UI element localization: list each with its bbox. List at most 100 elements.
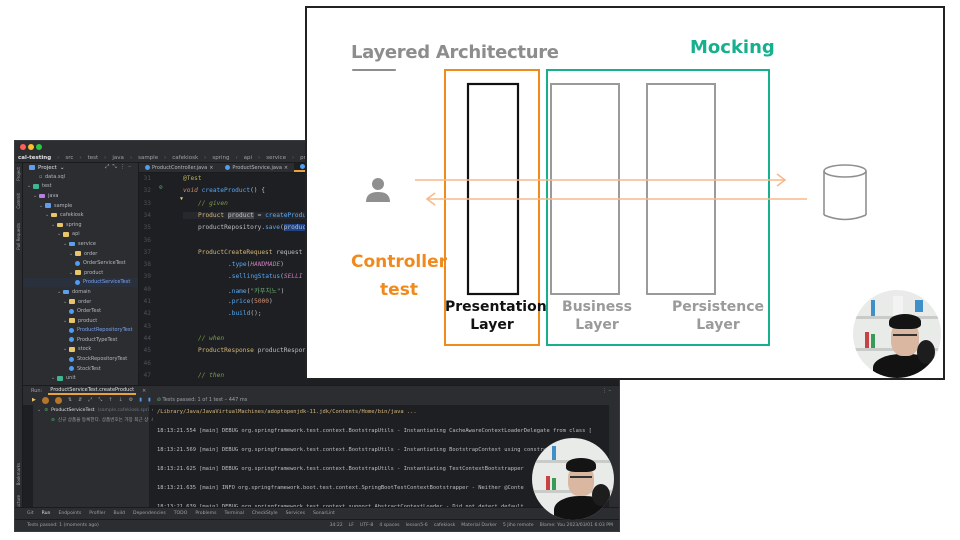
tree-item[interactable]: ⌄java xyxy=(23,191,138,201)
tree-item[interactable]: ⌄sample xyxy=(23,201,138,211)
test-passed-run-icon[interactable]: ⊘ xyxy=(159,184,163,191)
breadcrumb-item[interactable]: sample xyxy=(138,154,159,161)
status-widget[interactable]: Blame: You 2023/03/01 6:03 PM xyxy=(539,523,613,528)
code-line[interactable]: ProductResponse productRespon xyxy=(198,347,307,355)
tool-window-sonarlint[interactable]: SonarLint xyxy=(312,511,335,516)
chevron-down-icon[interactable]: ⌄ xyxy=(63,240,68,247)
breadcrumb-item[interactable]: service xyxy=(266,154,286,161)
tree-item[interactable]: ⌄cafekiosk xyxy=(23,210,138,220)
close-window-button[interactable] xyxy=(20,144,26,150)
chevron-down-icon[interactable]: ⌄ xyxy=(63,346,68,353)
breadcrumb-item[interactable]: test xyxy=(87,154,99,161)
code-line[interactable]: .price(5000) xyxy=(228,298,273,305)
expand-all-icon[interactable]: ⤢ xyxy=(88,397,93,403)
code-line[interactable]: @Test xyxy=(183,175,202,182)
next-icon[interactable]: ↓ xyxy=(118,397,123,403)
tree-item[interactable]: ⌄service xyxy=(23,239,138,249)
pull-requests-tool-tab[interactable]: Pull Requests xyxy=(16,223,21,250)
tool-window-dependencies[interactable]: Dependencies xyxy=(133,511,166,516)
project-tool-tab[interactable]: Project xyxy=(16,167,21,181)
tool-window-git[interactable]: Git xyxy=(27,511,34,516)
close-icon[interactable]: × xyxy=(142,387,147,394)
tree-item[interactable]: OrderServiceTest xyxy=(23,258,138,268)
tool-window-checkstyle[interactable]: CheckStyle xyxy=(251,511,278,516)
code-line[interactable]: .type(HANDMADE) xyxy=(228,261,284,269)
chevron-down-icon[interactable]: ⌄ xyxy=(39,202,44,209)
settings-icon[interactable]: ⚙ xyxy=(128,397,134,403)
collapse-all-icon[interactable]: ⤡ xyxy=(98,397,103,403)
breadcrumb-item[interactable]: api xyxy=(243,154,253,161)
tree-item[interactable]: ProductTypeTest xyxy=(23,335,138,345)
tree-item[interactable]: ⌄test xyxy=(23,182,138,192)
tool-window-problems[interactable]: Problems xyxy=(195,511,217,516)
breadcrumb-item[interactable]: src xyxy=(65,154,74,161)
chevron-down-icon[interactable]: ⌄ xyxy=(63,298,68,305)
chevron-down-icon[interactable]: ⌄ xyxy=(57,288,62,295)
tool-window-services[interactable]: Services xyxy=(285,511,305,516)
status-widget[interactable]: cafekiosk xyxy=(433,523,456,528)
code-line[interactable]: .sellingStatus(SELLI xyxy=(228,273,303,281)
project-view-selector[interactable]: Project xyxy=(38,164,57,171)
tool-window-build[interactable]: Build xyxy=(113,511,126,516)
code-line[interactable]: void createProduct() { xyxy=(183,187,265,195)
close-icon[interactable]: × xyxy=(209,164,214,171)
chevron-down-icon[interactable]: ⌄ xyxy=(57,231,62,238)
close-icon[interactable]: × xyxy=(283,164,289,171)
tree-item[interactable]: ProductServiceTest xyxy=(23,277,138,288)
code-line[interactable]: ProductCreateRequest request xyxy=(198,248,303,256)
tree-item[interactable]: ⌄domain xyxy=(23,287,138,297)
tree-item[interactable]: ⌄product xyxy=(23,316,138,326)
tree-item[interactable]: ⌄api xyxy=(23,230,138,240)
tree-item[interactable]: StockRepositoryTest xyxy=(23,354,138,364)
project-pane-tools[interactable]: ⤢⤡⋮– xyxy=(104,164,134,170)
code-line[interactable]: // then xyxy=(198,371,225,379)
editor-tab[interactable]: ProductService.java× xyxy=(219,163,294,172)
code-line[interactable]: .build(); xyxy=(228,310,262,318)
maximize-window-button[interactable] xyxy=(36,144,42,150)
chevron-down-icon[interactable]: ⌄ xyxy=(37,407,42,413)
chevron-down-icon[interactable]: ⌄ xyxy=(51,375,56,382)
run-config-tab[interactable]: ProductServiceTest.createProduct xyxy=(48,386,137,395)
breadcrumb-item[interactable]: cal-testing xyxy=(18,154,52,161)
tree-item[interactable]: StockTest xyxy=(23,364,138,374)
chevron-down-icon[interactable]: ⌄ xyxy=(69,250,74,257)
bookmarks-tool-tab[interactable]: Bookmarks xyxy=(16,463,21,486)
lightbulb-icon[interactable]: ▼ xyxy=(180,196,184,202)
tool-window-run[interactable]: Run xyxy=(41,511,51,516)
test-tree-item[interactable]: ⊘ 신규 상품을 등록한다. 상품번호는 가장 최근 상 447 ms xyxy=(33,415,169,425)
tree-item[interactable]: ▫data.sql xyxy=(23,172,138,182)
run-panel-options[interactable]: ⋮ – xyxy=(601,387,611,394)
status-widget[interactable]: 5 Jiho remote xyxy=(502,523,534,528)
rerun-icon[interactable]: ▶ xyxy=(32,397,36,403)
tree-item[interactable]: ⌄order xyxy=(23,249,138,259)
code-line[interactable]: // when xyxy=(198,334,225,342)
show-passed-toggle[interactable] xyxy=(41,396,49,404)
commit-tool-tab[interactable]: Commit xyxy=(16,193,21,209)
status-widget[interactable]: 4 spaces xyxy=(379,523,400,528)
code-line[interactable]: .name("카푸치노") xyxy=(228,287,285,295)
editor-tab[interactable]: ProductController.java× xyxy=(139,163,219,172)
show-ignored-toggle[interactable] xyxy=(54,396,62,404)
minimize-window-button[interactable] xyxy=(28,144,34,150)
breadcrumb-item[interactable]: java xyxy=(112,154,124,161)
tree-item[interactable]: OrderTest xyxy=(23,306,138,316)
chevron-down-icon[interactable]: ⌄ xyxy=(45,212,50,219)
status-widget[interactable]: lesson5-6 xyxy=(405,523,428,528)
code-line[interactable]: productRepository.save(produc xyxy=(198,224,307,232)
sort-duration-icon[interactable]: ⇵ xyxy=(78,397,83,403)
tool-window-todo[interactable]: TODO xyxy=(173,511,188,516)
status-widget[interactable]: UTF-8 xyxy=(359,523,374,528)
status-widget[interactable]: 34:22 xyxy=(329,523,343,528)
test-tree-item[interactable]: ⌄ ⊘ ProductServiceTest (sample.cafekiosk… xyxy=(33,405,169,415)
tree-item[interactable]: ProductRepositoryTest xyxy=(23,326,138,336)
tree-item[interactable]: ⌄spring xyxy=(23,220,138,230)
chevron-down-icon[interactable]: ⌄ xyxy=(69,269,74,276)
tool-window-profiler[interactable]: Profiler xyxy=(89,511,106,516)
chevron-down-icon[interactable]: ⌄ xyxy=(63,317,68,324)
code-line[interactable]: // given xyxy=(198,199,228,207)
tool-window-endpoints[interactable]: Endpoints xyxy=(58,511,82,516)
tool-window-terminal[interactable]: Terminal xyxy=(224,511,244,516)
prev-icon[interactable]: ↑ xyxy=(108,397,113,403)
breadcrumb-item[interactable]: spring xyxy=(212,154,230,161)
breadcrumb-item[interactable]: cafekiosk xyxy=(172,154,199,161)
